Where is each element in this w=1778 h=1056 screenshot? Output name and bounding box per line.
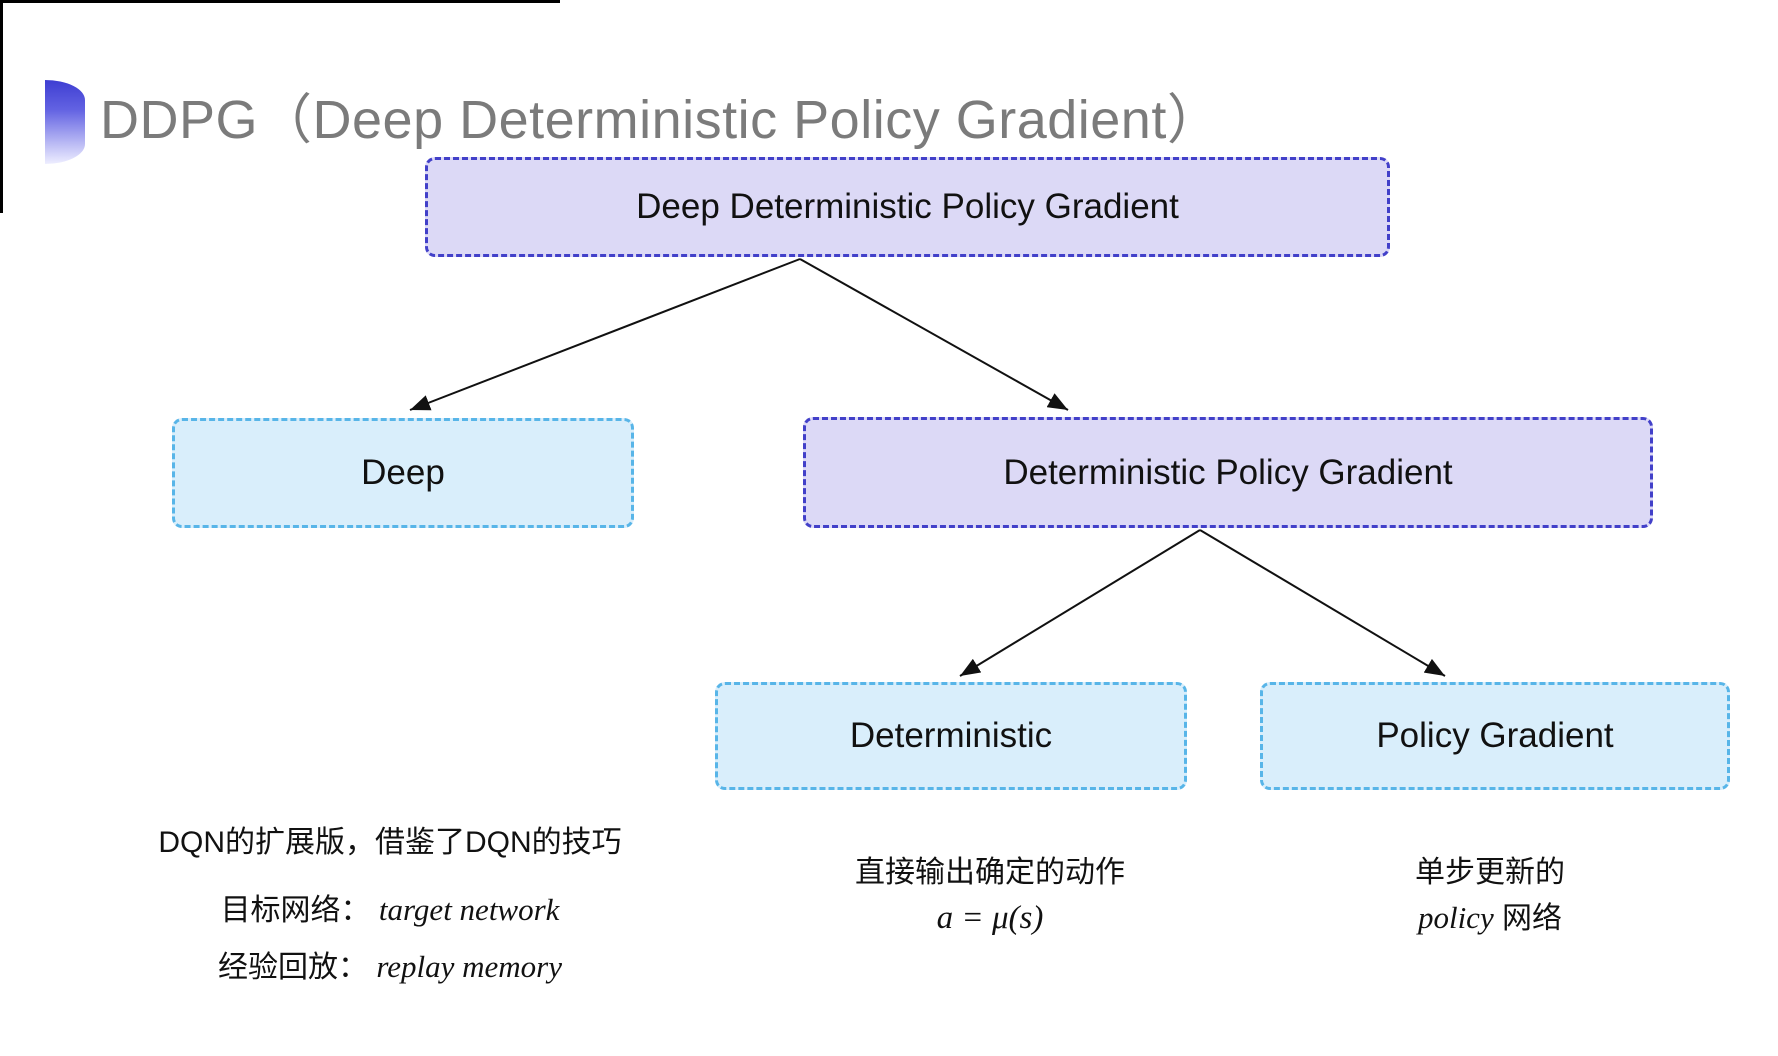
node-label: Deep [361, 453, 445, 492]
title-bullet-icon [45, 80, 85, 164]
note-deterministic: 直接输出确定的动作 a = μ(s) [790, 852, 1190, 940]
page-title: DDPG（Deep Deterministic Policy Gradient） [100, 90, 1222, 150]
arrow-root-to-deep [409, 258, 801, 411]
note-policy-gradient-line1: 单步更新的 [1415, 856, 1565, 889]
node-label: Deterministic Policy Gradient [1003, 452, 1453, 492]
arrow-root-to-dpg [799, 258, 1069, 411]
node-deterministic: Deterministic [715, 682, 1187, 790]
note-deep-line2: 目标网络： target network [120, 889, 660, 932]
node-label: Deep Deterministic Policy Gradient [636, 187, 1179, 226]
note-policy-gradient-line2-suffix: 网络 [1493, 902, 1563, 935]
node-label: Deterministic [849, 716, 1053, 755]
node-deterministic-policy-gradient: Deterministic Policy Gradient [803, 417, 1653, 528]
arrow-dpg-to-deterministic [959, 529, 1201, 677]
note-policy-gradient-line2: policy 网络 [1290, 896, 1690, 941]
note-deep-line2-label: 目标网络： [220, 894, 371, 927]
screenshot-top-edge-artifact [0, 0, 560, 3]
note-deep-line1: DQN的扩展版，借鉴了DQN的技巧 [158, 826, 622, 859]
note-deep-line2-term: target network [378, 892, 560, 927]
note-deterministic-formula: a = μ(s) [936, 900, 1044, 936]
node-deep: Deep [172, 418, 634, 528]
note-deterministic-line1: 直接输出确定的动作 [855, 856, 1125, 889]
note-policy-gradient: 单步更新的 policy 网络 [1290, 852, 1690, 941]
note-deep-line3-label: 经验回放： [218, 951, 368, 984]
note-policy-gradient-line2-term: policy [1417, 900, 1494, 935]
node-label: Policy Gradient [1376, 716, 1614, 755]
note-deep-line3-term: replay memory [376, 949, 562, 984]
note-deep: DQN的扩展版，借鉴了DQN的技巧 目标网络： target network 经… [120, 822, 660, 989]
note-deep-line3: 经验回放： replay memory [120, 946, 660, 989]
node-deep-deterministic-policy-gradient: Deep Deterministic Policy Gradient [425, 157, 1390, 257]
node-policy-gradient: Policy Gradient [1260, 682, 1730, 790]
screenshot-left-edge-artifact [0, 0, 3, 213]
arrow-dpg-to-policy-gradient [1199, 529, 1446, 677]
